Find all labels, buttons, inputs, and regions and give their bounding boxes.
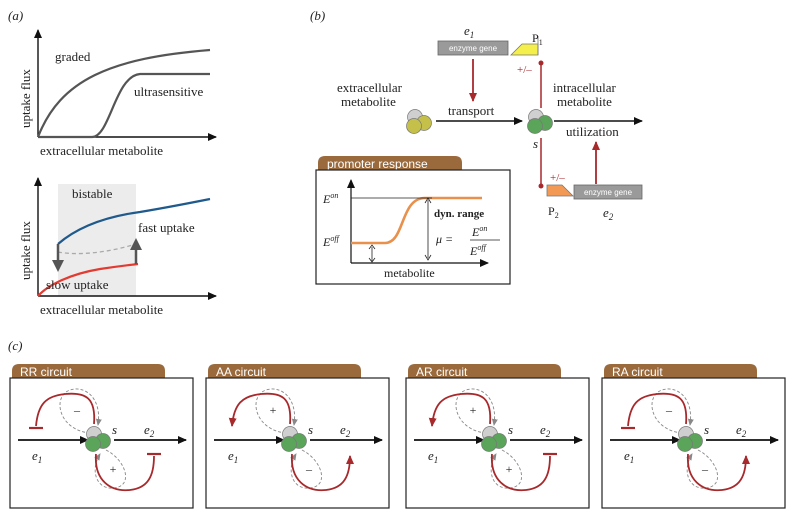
circuit-2: AR circuit + + s e1 e2	[405, 364, 590, 509]
s-label: s	[704, 422, 709, 437]
circuit-3: RA circuit – – s e1 e2	[601, 364, 786, 509]
top-regulation-arc	[228, 392, 292, 427]
graded-label: graded	[55, 49, 91, 64]
eon-label: Eon	[322, 191, 338, 206]
transport-label: transport	[448, 103, 495, 118]
top-regulation-arc	[627, 392, 688, 427]
e1-label: e1	[428, 448, 438, 465]
extracellular-label-2: metabolite	[341, 94, 396, 109]
circuit-title: RR circuit	[20, 365, 73, 379]
dyn-range-label: dyn. range	[434, 208, 484, 220]
circuit-1: AA circuit + – s e1 e2	[205, 364, 390, 509]
fast-uptake-curve	[57, 197, 211, 245]
s-label: s	[508, 422, 513, 437]
extracellular-molecule-icon	[406, 109, 432, 134]
top-loop-sign: –	[73, 403, 81, 417]
circuit-title: AR circuit	[416, 365, 468, 379]
sign-bottom: +/–	[550, 172, 565, 184]
panel-a-bottom-plot: uptake flux extracellular metabolite bis…	[18, 177, 217, 317]
e1-label: e1	[464, 23, 474, 40]
ylabel-bottom: uptake flux	[18, 221, 33, 280]
bottom-loop-sign: –	[305, 462, 313, 476]
top-loop-sign: +	[270, 403, 277, 417]
panel-c-label: (c)	[8, 338, 22, 353]
unstable-branch	[57, 243, 137, 255]
e2-label: e2	[144, 422, 155, 439]
promoter-response-inset: promoter response Eon Eoff dyn. range μ …	[315, 156, 511, 285]
top-loop-sign: –	[665, 403, 673, 417]
ultrasensitive-curve	[38, 72, 210, 139]
s-label: s	[112, 422, 117, 437]
promoter-response-title: promoter response	[327, 157, 428, 171]
eoff-label: Eoff	[322, 234, 341, 249]
mu-frac-den: Eoff	[469, 243, 488, 258]
xlabel-bottom: extracellular metabolite	[40, 302, 163, 317]
bottom-regulation-arc	[95, 453, 155, 492]
e2-label: e2	[736, 422, 747, 439]
bottom-loop-sign: +	[110, 462, 117, 476]
e2-label: e2	[603, 205, 614, 222]
e1-label: e1	[32, 448, 42, 465]
e2-label: e2	[540, 422, 551, 439]
bottom-regulation-arc	[687, 453, 750, 492]
s-label: s	[308, 422, 313, 437]
panel-a-top-plot: uptake flux extracellular metabolite gra…	[18, 29, 217, 158]
panel-a-label: (a)	[8, 8, 23, 23]
slow-uptake-curve	[37, 262, 139, 297]
circuit-0: RR circuit – + s e1 e2	[9, 364, 194, 509]
top-loop-sign: +	[470, 403, 477, 417]
promoter-curve	[351, 196, 482, 245]
top-regulation-arc	[35, 392, 96, 427]
enzyme-gene-1-label: enzyme gene	[449, 44, 498, 53]
top-regulation-arc	[428, 392, 492, 427]
ultrasensitive-label: ultrasensitive	[134, 84, 204, 99]
intracellular-label-1: intracellular	[553, 80, 616, 95]
graded-curve	[36, 48, 211, 138]
sign-top: +/–	[517, 64, 532, 76]
promoter-p2-icon	[546, 184, 574, 197]
p1-label: P1	[532, 31, 543, 47]
panel-b-label: (b)	[310, 8, 325, 23]
enzyme-gene-1-box	[437, 40, 509, 56]
utilization-label: utilization	[566, 124, 619, 139]
extracellular-label-1: extracellular	[337, 80, 403, 95]
e1-label: e1	[624, 448, 634, 465]
s-label-b: s	[533, 136, 538, 151]
slow-uptake-label: slow uptake	[46, 277, 109, 292]
circuit-title: RA circuit	[612, 365, 663, 379]
xlabel-top: extracellular metabolite	[40, 143, 163, 158]
enzyme-gene-2-label: enzyme gene	[584, 188, 633, 197]
ylabel-top: uptake flux	[18, 69, 33, 128]
mu-frac-num: Eon	[471, 224, 487, 239]
circuit-title: AA circuit	[216, 365, 267, 379]
bottom-loop-sign: +	[506, 462, 513, 476]
intracellular-molecule-icon	[527, 109, 553, 134]
fast-uptake-label: fast uptake	[138, 220, 195, 235]
metabolite-xlabel: metabolite	[384, 266, 435, 280]
e1-label: e1	[228, 448, 238, 465]
bottom-loop-sign: –	[701, 462, 709, 476]
enzyme-gene-2-box	[573, 184, 643, 200]
bottom-regulation-arc	[291, 453, 354, 492]
mu-label: μ =	[435, 232, 453, 246]
p2-label: P2	[548, 204, 559, 220]
promoter-p1-icon	[510, 43, 539, 56]
bottom-regulation-arc	[491, 453, 551, 492]
intracellular-label-2: metabolite	[557, 94, 612, 109]
bistable-label: bistable	[72, 186, 113, 201]
e2-label: e2	[340, 422, 351, 439]
